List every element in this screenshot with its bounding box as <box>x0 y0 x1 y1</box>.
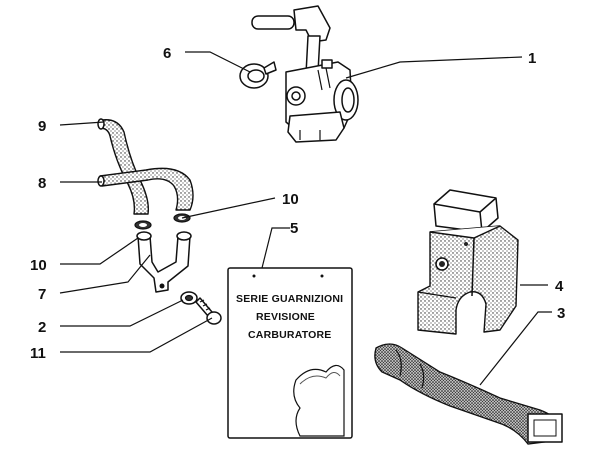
leader-lines <box>59 51 552 386</box>
callout-10-left: 10 <box>30 257 47 274</box>
gasket-kit-card-icon: SERIE GUARNIZIONI REVISIONE CARBURATORE <box>227 267 353 439</box>
spacer-block-icon <box>417 189 519 335</box>
callout-6: 6 <box>163 45 171 62</box>
callout-9: 9 <box>38 118 46 135</box>
callout-11: 11 <box>30 345 46 362</box>
carburetor-icon <box>251 5 359 143</box>
fuel-hose-icon <box>97 118 194 215</box>
callout-10-right: 10 <box>282 191 299 208</box>
kit-title-line3: CARBURATORE <box>248 329 331 341</box>
kit-title-line1: SERIE GUARNIZIONI <box>236 293 343 305</box>
callout-labels: 1 6 9 8 10 5 10 4 7 3 2 11 <box>30 45 565 362</box>
callout-5: 5 <box>290 220 298 237</box>
callout-3: 3 <box>557 305 565 322</box>
callout-8: 8 <box>38 175 46 192</box>
callout-7: 7 <box>38 286 46 303</box>
screw-icon <box>195 297 222 325</box>
intake-duct-icon <box>374 343 563 445</box>
hose-clamp-icon <box>239 61 277 89</box>
callout-1: 1 <box>528 50 536 67</box>
hose-clip-icon <box>134 213 191 230</box>
callout-4: 4 <box>555 278 564 295</box>
fuel-tap-fitting-icon <box>136 231 192 293</box>
callout-2: 2 <box>38 319 46 336</box>
kit-title-line2: REVISIONE <box>256 311 315 323</box>
washer-icon <box>180 291 198 305</box>
